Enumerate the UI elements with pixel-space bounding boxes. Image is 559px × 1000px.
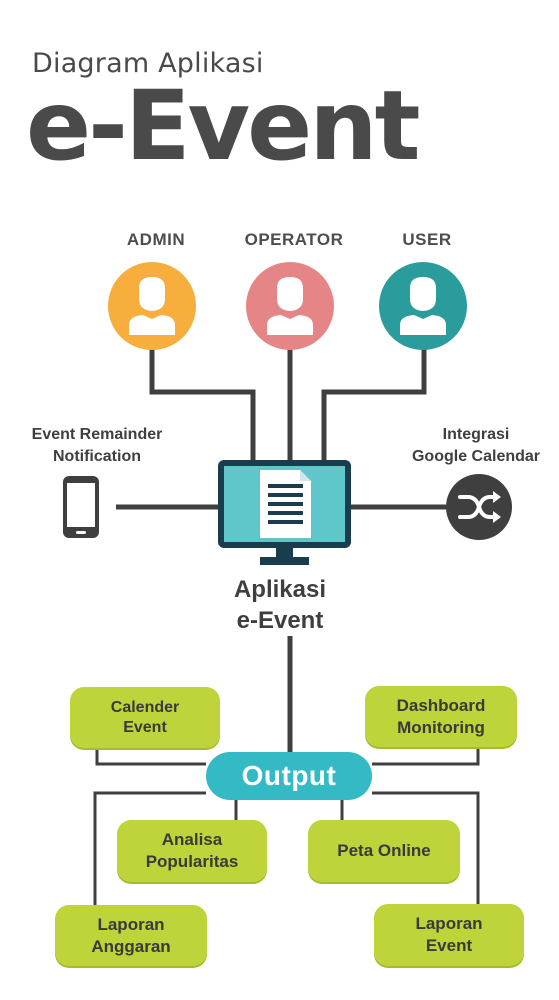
- operator-user-icon: [246, 262, 334, 350]
- dashboard-monitoring-box: Dashboard Monitoring: [365, 686, 517, 747]
- diagram-title: e-Event: [26, 70, 420, 182]
- laporan-event-box: Laporan Event: [374, 904, 524, 966]
- role-label-admin: ADMIN: [126, 230, 186, 249]
- diagram-subtitle: Diagram Aplikasi: [32, 48, 264, 79]
- calender-event-box: Calender Event: [70, 687, 220, 748]
- output-hub: Output: [206, 752, 372, 800]
- analisa-popularitas-box: Analisa Popularitas: [117, 820, 267, 882]
- role-label-user: USER: [402, 230, 452, 249]
- monitor-document-icon: [218, 460, 351, 565]
- event-remainder-label: Event Remainder Notification: [31, 426, 163, 465]
- shuffle-icon: [446, 474, 512, 540]
- laporan-anggaran-box: Laporan Anggaran: [55, 905, 207, 966]
- integrasi-google-calendar-label: Integrasi Google Calendar: [411, 426, 541, 465]
- user-user-icon: [379, 262, 467, 350]
- app-label: Aplikasi e-Event: [233, 576, 327, 634]
- smartphone-icon: [63, 476, 99, 538]
- role-label-operator: OPERATOR: [244, 230, 344, 249]
- peta-online-box: Peta Online: [308, 820, 460, 882]
- admin-user-icon: [108, 262, 196, 350]
